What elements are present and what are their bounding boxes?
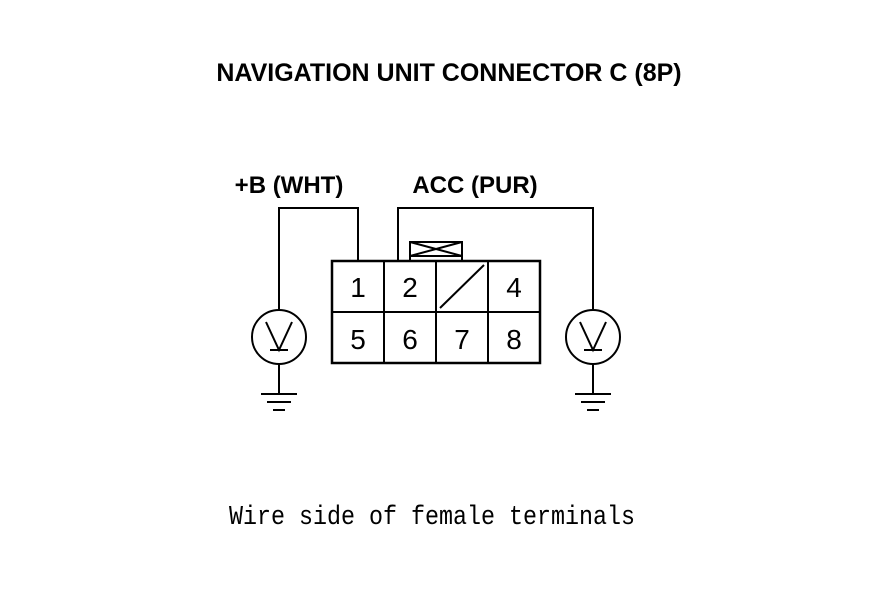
voltmeter-icon — [565, 309, 621, 365]
wire-label-left: +B (WHT) — [235, 172, 344, 199]
ground-icon — [575, 364, 611, 411]
pin-4: 4 — [506, 272, 522, 303]
pin-1: 1 — [350, 272, 366, 303]
pin-7: 7 — [454, 324, 470, 355]
pin-5: 5 — [350, 324, 366, 355]
pin-6: 6 — [402, 324, 418, 355]
connector-body — [330, 259, 542, 365]
ground-icon — [261, 364, 297, 411]
pin-8: 8 — [506, 324, 522, 355]
empty-cavity-slash — [439, 264, 485, 309]
caption: Wire side of female terminals — [229, 503, 635, 533]
wire-right — [397, 207, 594, 309]
wire-left — [278, 207, 359, 309]
voltmeter-icon — [251, 309, 307, 365]
pin-2: 2 — [402, 272, 418, 303]
connector-lock-tab — [409, 241, 463, 261]
diagram-title: NAVIGATION UNIT CONNECTOR C (8P) — [216, 59, 681, 87]
wire-label-right: ACC (PUR) — [412, 172, 537, 199]
